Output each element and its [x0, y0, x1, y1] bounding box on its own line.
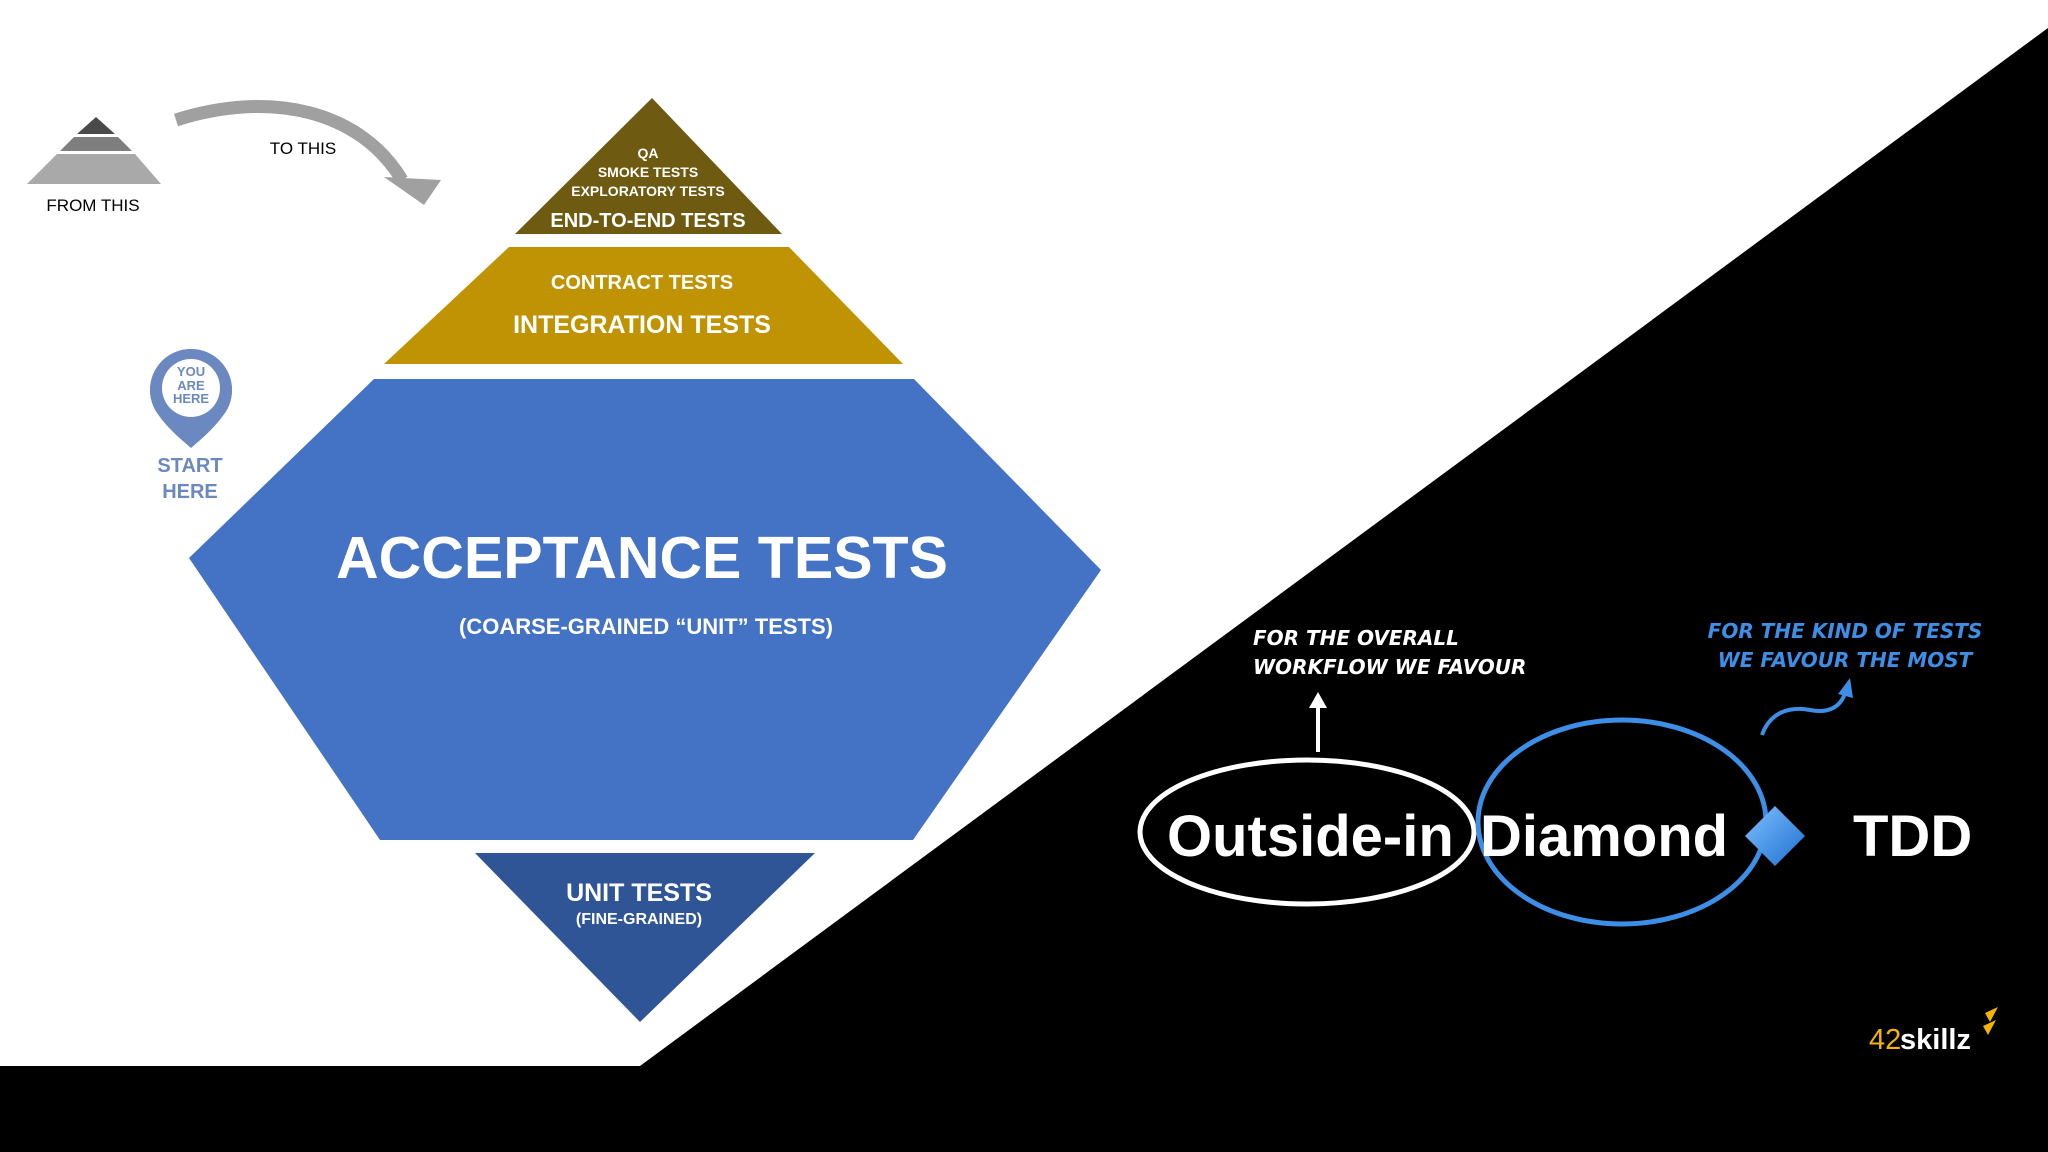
pin-text-are: ARE	[177, 378, 205, 393]
acceptance-section	[189, 379, 1101, 840]
note-workflow-line2: WORKFLOW WE FAVOUR	[1253, 655, 1526, 679]
smoke-tests-label: SMOKE TESTS	[598, 164, 698, 180]
word-tdd: TDD	[1853, 804, 1972, 869]
end-to-end-section	[515, 98, 782, 234]
qa-label: QA	[638, 145, 659, 161]
contract-tests-label: CONTRACT TESTS	[551, 272, 733, 294]
pin-text-you: YOU	[177, 364, 205, 379]
curly-arrow-icon	[1760, 678, 1853, 736]
word-diamond: Diamond	[1480, 804, 1728, 869]
to-this-label: TO THIS	[270, 139, 336, 158]
blue-diamond-icon	[1745, 806, 1805, 866]
note-tests-line1: FOR THE KIND OF TESTS	[1708, 619, 1983, 643]
curved-arrow-icon	[174, 100, 441, 205]
start-here-line1: START	[157, 455, 222, 477]
outside-in-circle	[1137, 757, 1477, 907]
integration-section	[384, 247, 903, 364]
from-this-label: FROM THIS	[46, 196, 139, 215]
unit-tests-title: UNIT TESTS	[566, 879, 712, 907]
acceptance-title: ACCEPTANCE TESTS	[336, 525, 948, 591]
brand-name: skillz	[1900, 1024, 1971, 1056]
start-here-line2: HERE	[162, 481, 218, 503]
acceptance-subtitle: (COARSE-GRAINED “UNIT” TESTS)	[459, 614, 833, 639]
integration-title: INTEGRATION TESTS	[513, 311, 771, 339]
word-outside-in: Outside-in	[1167, 804, 1454, 869]
unit-section	[475, 853, 815, 1022]
from-pyramid-icon	[27, 117, 161, 184]
end-to-end-title: END-TO-END TESTS	[550, 210, 745, 232]
brand-number: 42	[1869, 1024, 1901, 1056]
note-tests-line2: WE FAVOUR THE MOST	[1718, 648, 1974, 672]
unit-tests-subtitle: (FINE-GRAINED)	[576, 911, 702, 928]
exploratory-tests-label: EXPLORATORY TESTS	[571, 183, 725, 199]
note-workflow-line1: FOR THE OVERALL	[1253, 626, 1459, 650]
up-arrow-icon	[1309, 692, 1327, 752]
location-pin-icon	[150, 349, 232, 448]
pin-text-here: HERE	[173, 391, 209, 406]
brand-logo-icon	[1983, 1007, 1998, 1035]
